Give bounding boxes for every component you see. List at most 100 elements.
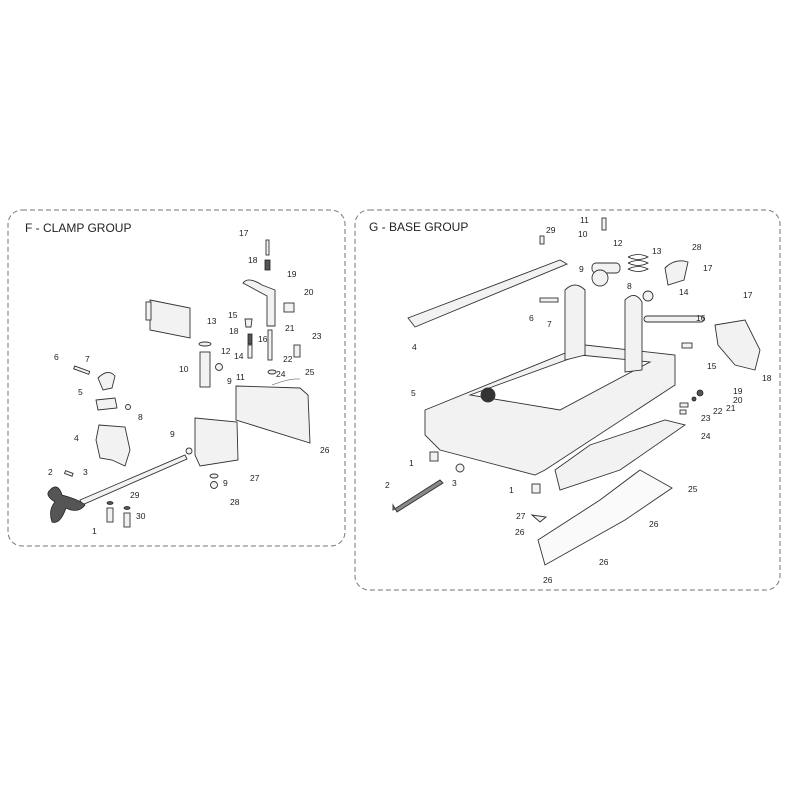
callout: 15 [228,310,238,320]
ear-left [564,284,586,361]
callout: 11 [236,372,245,382]
callout: 13 [207,316,217,326]
callout: 28 [692,242,702,252]
callout: 27 [516,511,526,521]
callout: 23 [701,413,711,423]
pin-6 [539,297,559,303]
callout: 16 [696,313,706,323]
callout: 4 [74,433,79,443]
small-parts-19-23 [679,389,704,415]
washer-9c [209,473,219,479]
clamp-group-border [7,209,346,547]
callout: 7 [85,354,90,364]
callout: 3 [452,478,457,488]
spring-18 [264,259,271,271]
callout: 9 [579,264,584,274]
base-group-panel: G - BASE GROUP [354,209,781,591]
callout: 17 [743,290,753,300]
ring-12 [198,341,212,347]
callout: 17 [703,263,713,273]
callout: 3 [83,467,88,477]
fence-26 [235,385,311,444]
callout: 9 [170,429,175,439]
callout: 6 [529,313,534,323]
shaft-21 [267,329,273,361]
plate-5 [95,397,118,411]
cap-15 [244,318,253,328]
callout: 25 [305,367,315,377]
callout: 1 [509,485,514,495]
callout: 18 [248,255,258,265]
post-10 [199,351,211,388]
pin-2 [63,470,74,477]
clamp-parts [47,239,311,528]
base-callouts: 29 11 10 12 13 28 9 17 8 14 6 7 17 16 4 … [385,215,772,585]
callout: 19 [733,386,743,396]
screw-29 [539,235,545,245]
bracket-27 [194,417,239,467]
table-plate-4 [407,259,569,328]
tray-24 [554,419,687,491]
nut-28 [210,481,218,489]
callout: 26 [515,527,525,537]
bushing-9 [591,269,609,287]
lever-19 [242,279,276,327]
callout: 15 [707,361,717,371]
callout: 29 [130,490,140,500]
callout: 2 [385,480,390,490]
pin-14 [247,344,253,359]
callout: 27 [250,473,260,483]
ear-right [624,295,643,373]
callout: 18 [762,373,772,383]
callout: 26 [543,575,553,585]
hex-key-2 [392,479,444,513]
clamp-group-title: F - CLAMP GROUP [25,221,131,235]
callout: 6 [54,352,59,362]
callout: 26 [320,445,330,455]
nut-3 [455,463,465,473]
bolt-30a [106,507,114,523]
washer-22 [267,369,277,375]
washer-29a [106,501,114,505]
callout: 17 [239,228,249,238]
callout: 4 [412,342,417,352]
callout: 18 [229,326,239,336]
latch-7 [97,372,116,391]
pad-13 [149,299,191,339]
bushing-8 [642,290,654,302]
callout: 9 [223,478,228,488]
spring-18b [247,333,253,345]
handle-1 [47,486,86,523]
pin-6 [73,365,91,375]
spring-13 [627,254,649,272]
shaft-16 [643,315,705,323]
callout: 26 [599,557,609,567]
washer-9b [185,447,193,455]
callout: 11 [580,215,589,225]
cap-20 [283,302,295,313]
clamp-body-4 [95,424,131,467]
washer-29b [123,506,131,510]
callout: 24 [276,369,286,379]
callout: 21 [285,323,295,333]
callout: 22 [713,406,723,416]
callout: 22 [283,354,293,364]
pin-17 [265,239,270,256]
plate-28 [664,260,689,286]
base-group-title: G - BASE GROUP [369,220,468,234]
callout: 9 [227,376,232,386]
callout: 13 [652,246,662,256]
callout: 5 [411,388,416,398]
clip-27 [530,514,548,523]
foot-1a [429,451,439,462]
base-group-border [354,209,781,591]
screw-11 [601,217,607,231]
foot-1b [531,483,541,494]
callout: 16 [258,334,268,344]
bolt-30b [123,512,131,528]
guard-18 [714,319,761,371]
callout: 14 [679,287,689,297]
callout: 24 [701,431,711,441]
screw-23 [293,344,301,358]
